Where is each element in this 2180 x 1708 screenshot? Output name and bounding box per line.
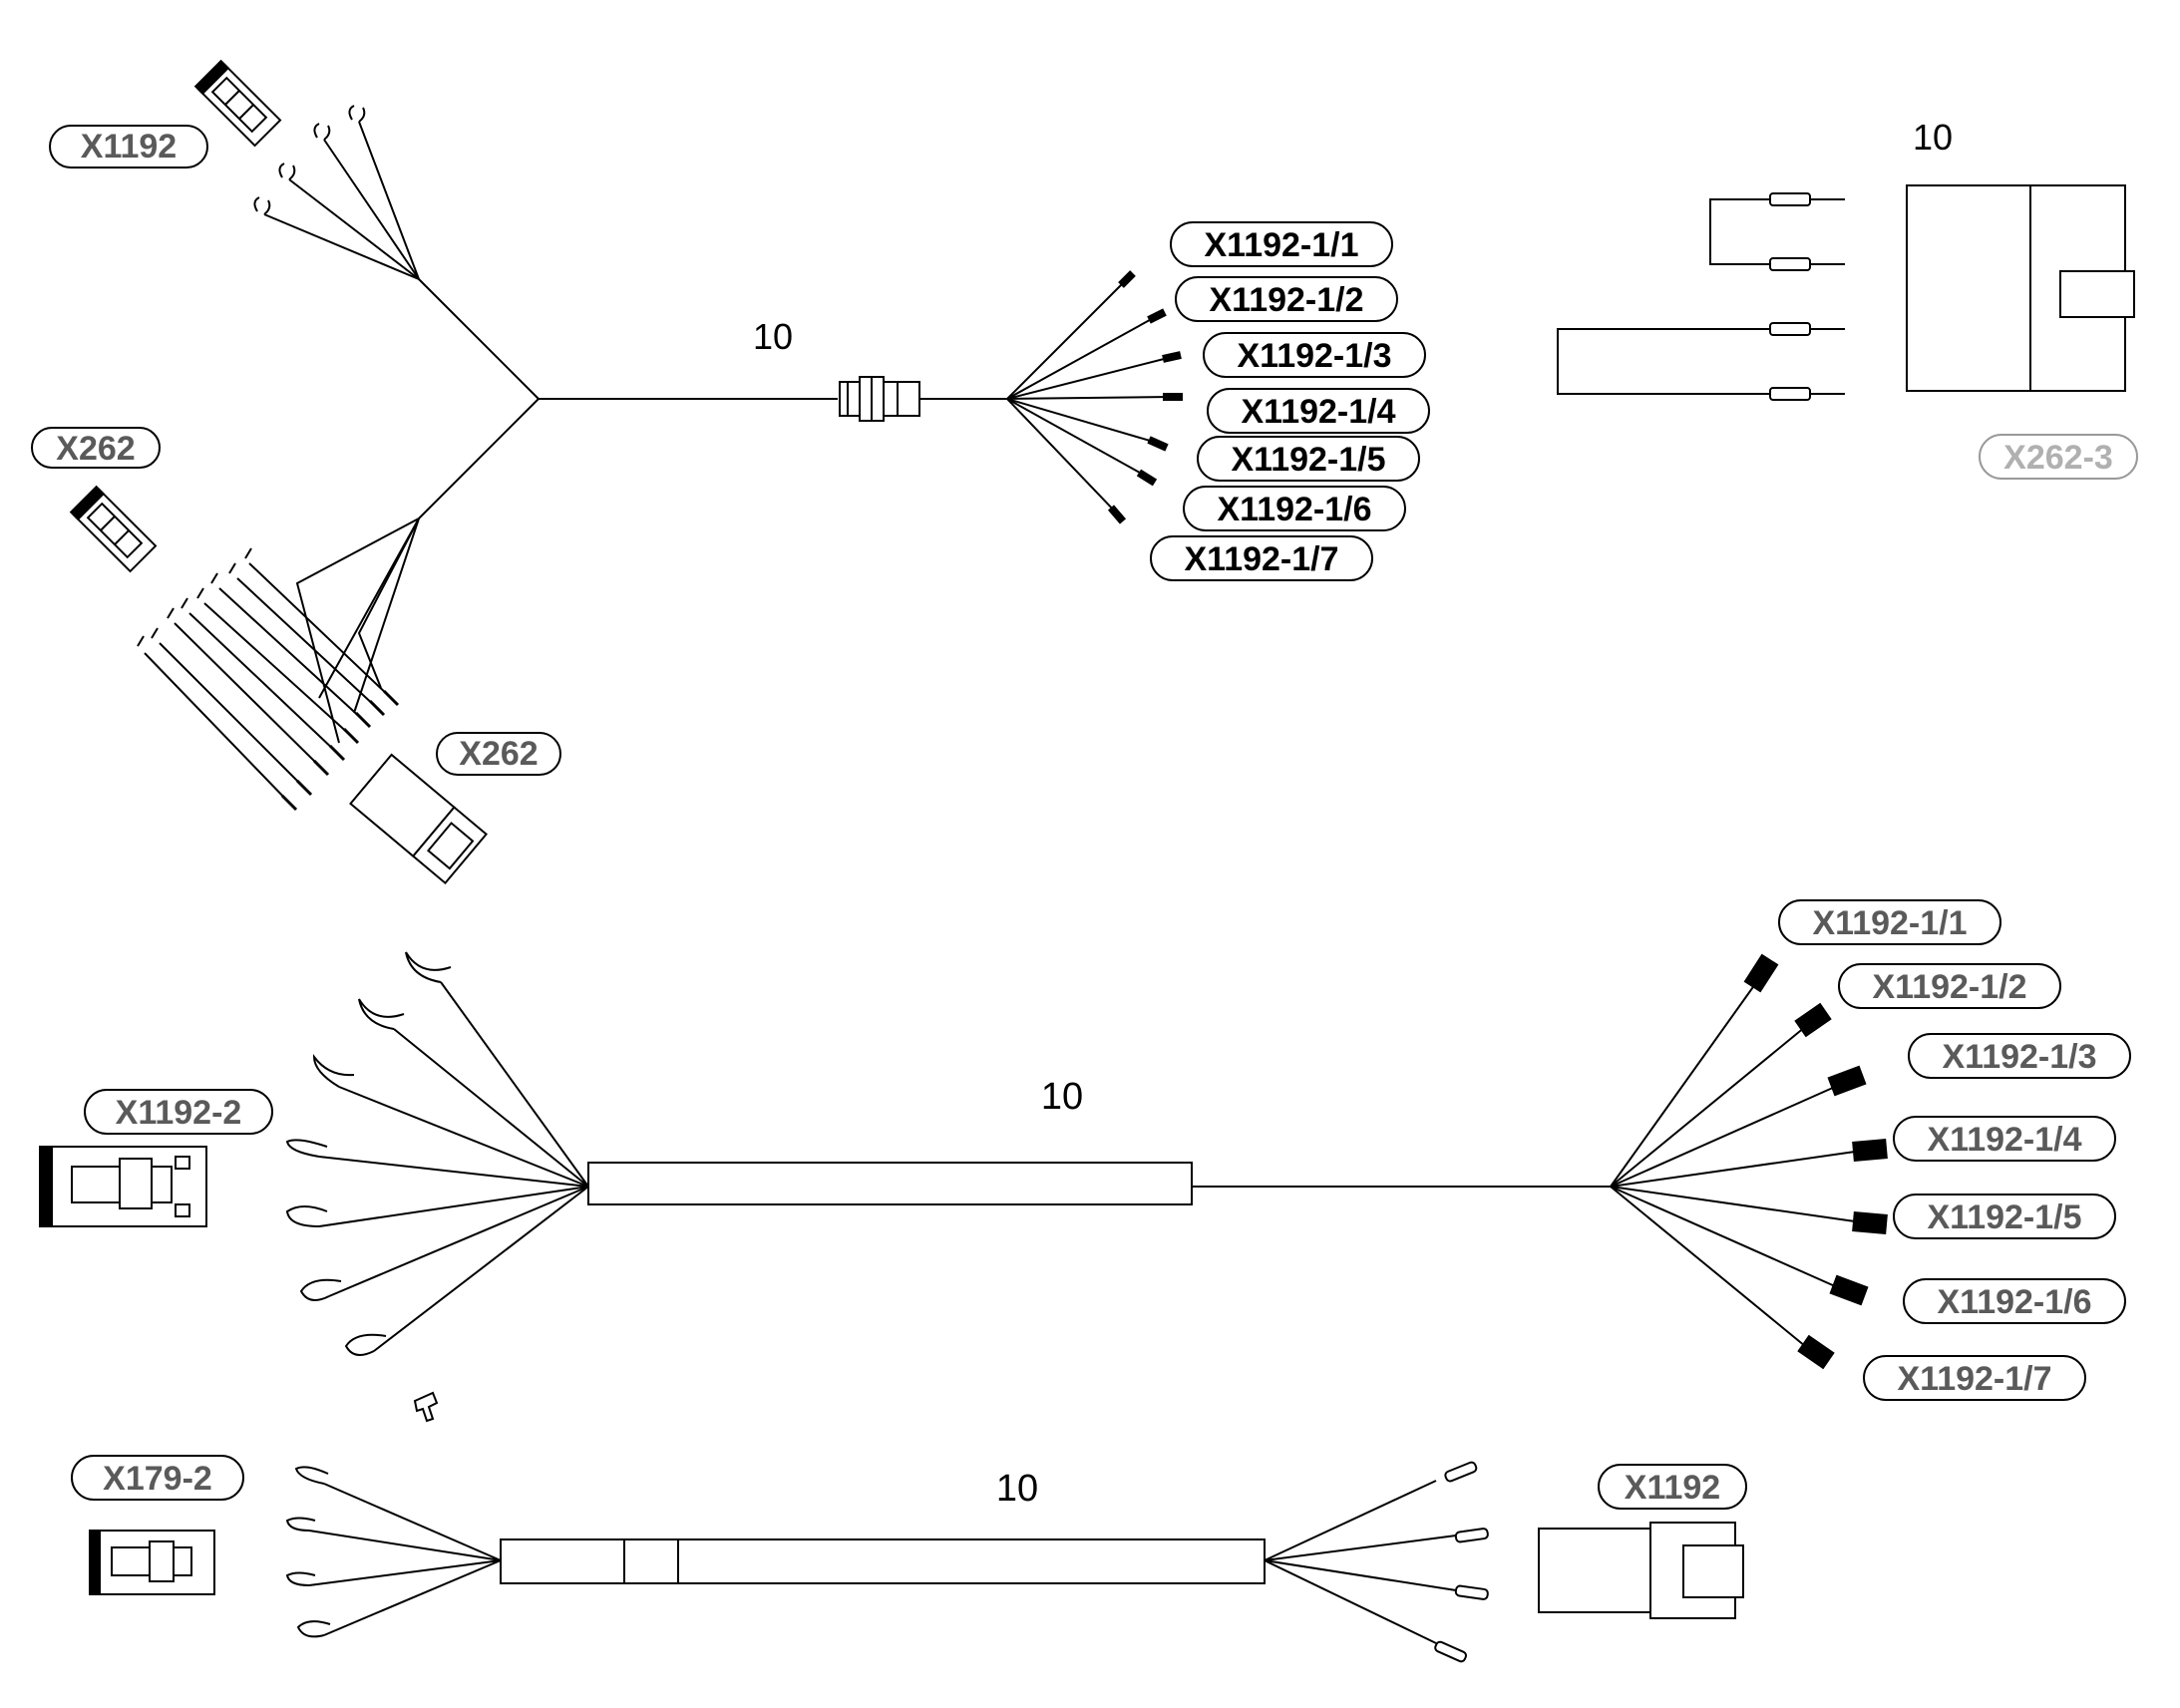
label-x1192-bottom: X1192 xyxy=(1598,1464,1747,1510)
top-pin-label: X1192-1/5 xyxy=(1197,436,1420,482)
x1192-housing-icon xyxy=(1538,1522,1744,1619)
top-pin-label: X1192-1/4 xyxy=(1207,388,1430,434)
top-harness-quantity: 10 xyxy=(753,316,793,357)
middle-pin-label-text: X1192-1/1 xyxy=(1812,904,1967,942)
top-harness xyxy=(137,105,838,812)
top-pin-label-text: X1192-1/1 xyxy=(1204,226,1358,264)
label-x1192-top-text: X1192 xyxy=(81,128,177,166)
top-pin-label: X1192-1/2 xyxy=(1175,276,1398,322)
label-x262-left-text: X262 xyxy=(56,430,135,468)
label-x262-left: X262 xyxy=(31,427,161,469)
bottom-harness-quantity: 10 xyxy=(996,1468,1038,1510)
top-pin-fanout xyxy=(1006,278,1173,514)
top-pin-label-text: X1192-1/2 xyxy=(1209,281,1363,319)
label-x1192-bottom-text: X1192 xyxy=(1625,1469,1720,1507)
label-x179-2: X179-2 xyxy=(71,1455,244,1501)
middle-pin-label: X1192-1/5 xyxy=(1893,1194,2116,1239)
kit-top-right xyxy=(1557,184,2135,401)
top-pin-label-text: X1192-1/6 xyxy=(1217,491,1371,528)
label-x1192-2-text: X1192-2 xyxy=(116,1094,242,1132)
small-pin-icon xyxy=(413,1391,439,1423)
top-pin-labels: X1192-1/1X1192-1/2X1192-1/3X1192-1/4X119… xyxy=(1150,221,1430,581)
middle-pin-label-text: X1192-1/4 xyxy=(1927,1121,2081,1159)
kit-quantity: 10 xyxy=(1913,117,1953,158)
top-pin-label-text: X1192-1/4 xyxy=(1241,393,1395,431)
middle-pin-label: X1192-1/3 xyxy=(1908,1033,2131,1079)
top-pin-tips xyxy=(1107,270,1183,524)
bottom-pin-tips xyxy=(1434,1461,1489,1663)
label-x262-3-text: X262-3 xyxy=(2003,439,2113,477)
top-pin-label-text: X1192-1/3 xyxy=(1237,337,1391,375)
label-x262-bottom: X262 xyxy=(436,732,561,776)
middle-pin-label-text: X1192-1/5 xyxy=(1927,1198,2081,1236)
middle-pin-label-text: X1192-1/6 xyxy=(1937,1283,2091,1321)
bottom-harness xyxy=(285,1466,1457,1644)
middle-pin-labels: X1192-1/1X1192-1/2X1192-1/3X1192-1/4X119… xyxy=(1778,899,2131,1401)
x179-2-connector-icon xyxy=(89,1530,215,1595)
label-x179-2-text: X179-2 xyxy=(103,1460,212,1498)
middle-pin-label: X1192-1/2 xyxy=(1838,963,2061,1009)
top-pin-label-text: X1192-1/7 xyxy=(1184,540,1338,578)
middle-pin-label: X1192-1/7 xyxy=(1863,1355,2086,1401)
middle-pin-label: X1192-1/4 xyxy=(1893,1116,2116,1162)
x262-housing-icon xyxy=(349,753,489,885)
inline-connector-top xyxy=(839,376,1007,422)
top-pin-label: X1192-1/1 xyxy=(1170,221,1393,267)
middle-harness xyxy=(285,951,1856,1356)
label-x262-bottom-text: X262 xyxy=(459,735,538,773)
label-x262-3: X262-3 xyxy=(1979,434,2138,480)
top-pin-label: X1192-1/6 xyxy=(1183,486,1406,531)
label-x1192-top: X1192 xyxy=(49,125,208,169)
top-pin-label: X1192-1/3 xyxy=(1203,332,1426,378)
top-pin-label: X1192-1/7 xyxy=(1150,535,1373,581)
middle-pin-tips xyxy=(1743,953,1888,1370)
middle-pin-label: X1192-1/6 xyxy=(1903,1278,2126,1324)
top-pin-label-text: X1192-1/5 xyxy=(1231,441,1385,479)
x262-small-connector-icon xyxy=(69,485,158,573)
label-x1192-2: X1192-2 xyxy=(84,1089,273,1135)
middle-pin-label-text: X1192-1/2 xyxy=(1872,968,2026,1006)
x1192-connector-icon xyxy=(193,59,282,148)
middle-pin-label: X1192-1/1 xyxy=(1778,899,2001,945)
middle-harness-quantity: 10 xyxy=(1041,1076,1083,1118)
x1192-2-connector-icon xyxy=(39,1146,207,1227)
middle-pin-label-text: X1192-1/7 xyxy=(1897,1360,2051,1398)
middle-pin-label-text: X1192-1/3 xyxy=(1942,1038,2096,1076)
